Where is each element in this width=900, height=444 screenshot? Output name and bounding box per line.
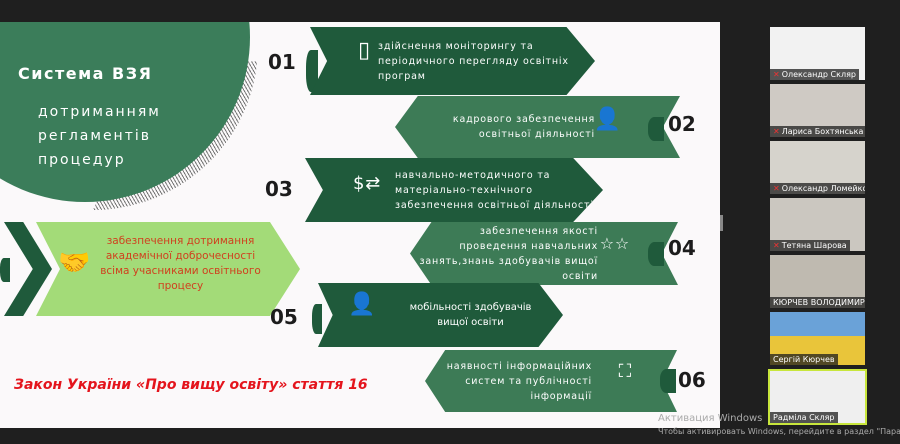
- participant-name: Олександр Скляр: [781, 70, 856, 79]
- panel-resize-handle[interactable]: [720, 215, 723, 231]
- item-02: кадрового забезпечення освітньої діяльно…: [395, 96, 680, 158]
- participant-name: КЮРЧЕВ ВОЛОДИМИР: [770, 297, 865, 308]
- stars-person-icon: ☆☆: [599, 234, 630, 253]
- chevron-decoration: [648, 242, 664, 266]
- item-text: наявності інформаційних систем та публіч…: [446, 360, 592, 402]
- integrity-banner: [36, 222, 300, 316]
- item-05: 👤 мобільності здобувачів вищої освіти: [318, 283, 563, 347]
- presentation-slide: Система ВЗЯ дотриманням регламентів проц…: [0, 22, 720, 428]
- muted-mic-icon: ✕: [773, 70, 780, 79]
- participant-tile[interactable]: ✕Тетяна Шарова: [770, 198, 865, 251]
- handshake-icon: 🤝: [58, 248, 91, 278]
- chevron-decoration: [0, 258, 10, 282]
- participant-name: Лариса Бохтянська: [781, 127, 864, 136]
- item-text: кадрового забезпечення освітньої діяльно…: [452, 114, 595, 140]
- item-01: ▯ здійснення моніторингу та періодичного…: [310, 27, 595, 95]
- participant-tile[interactable]: ✕Олександр Ломейко: [770, 141, 865, 194]
- item-text: мобільності здобувачів вищої освіти: [409, 302, 532, 328]
- item-number: 04: [668, 236, 696, 260]
- windows-activation-watermark: Активация Windows: [658, 413, 763, 424]
- participant-tile[interactable]: Сергій Кюрчев: [770, 312, 865, 365]
- chevron-decoration: [648, 117, 664, 141]
- participant-name: Олександр Ломейко: [781, 184, 865, 193]
- item-text: забезпечення якості проведення навчальни…: [419, 225, 598, 282]
- item-number: 05: [270, 305, 298, 329]
- participant-tile[interactable]: КЮРЧЕВ ВОЛОДИМИР: [770, 255, 865, 308]
- participant-tile[interactable]: ✕Олександр Скляр: [770, 27, 865, 80]
- item-number: 06: [678, 368, 706, 392]
- participant-name: Сергій Кюрчев: [770, 354, 838, 365]
- person-money-icon: 👤: [348, 292, 376, 317]
- item-text: здійснення моніторингу та періодичного п…: [378, 40, 569, 82]
- participant-tile-active-speaker[interactable]: Радміла Скляр: [768, 369, 867, 425]
- item-03: $⇄ навчально-методичного та матеріально-…: [305, 158, 603, 222]
- item-number: 02: [668, 112, 696, 136]
- item-04: забезпечення якості проведення навчальни…: [410, 222, 678, 285]
- subtitle-line: процедур: [38, 152, 126, 168]
- person-money-icon: 👤: [593, 107, 622, 132]
- subtitle-line: регламентів: [38, 128, 152, 144]
- item-number: 03: [265, 177, 293, 201]
- item-number: 01: [268, 50, 296, 74]
- chevron-decoration: [312, 304, 322, 334]
- chevron-decoration: [660, 369, 676, 393]
- muted-mic-icon: ✕: [773, 184, 780, 193]
- law-reference: Закон України «Про вищу освіту» стаття 1…: [14, 377, 368, 393]
- participant-name: Радміла Скляр: [770, 412, 838, 423]
- presentation-group-icon: ⛶: [618, 361, 632, 382]
- windows-activation-watermark-detail: Чтобы активировать Windows, перейдите в …: [658, 427, 900, 436]
- muted-mic-icon: ✕: [773, 241, 780, 250]
- muted-mic-icon: ✕: [773, 127, 780, 136]
- participant-tile[interactable]: ✕Лариса Бохтянська: [770, 84, 865, 137]
- integrity-text: забезпечення дотримання академічної добр…: [100, 235, 261, 292]
- slide-title: Система ВЗЯ: [18, 64, 153, 83]
- subtitle-line: дотриманням: [38, 104, 161, 120]
- chevron-decoration: [306, 50, 318, 92]
- money-exchange-icon: $⇄: [353, 173, 382, 194]
- item-text: навчально-методичного та матеріально-тех…: [395, 169, 594, 211]
- item-06: наявності інформаційних систем та публіч…: [425, 350, 677, 412]
- participant-name: Тетяна Шарова: [781, 241, 847, 250]
- tablet-megaphone-icon: ▯: [358, 38, 371, 63]
